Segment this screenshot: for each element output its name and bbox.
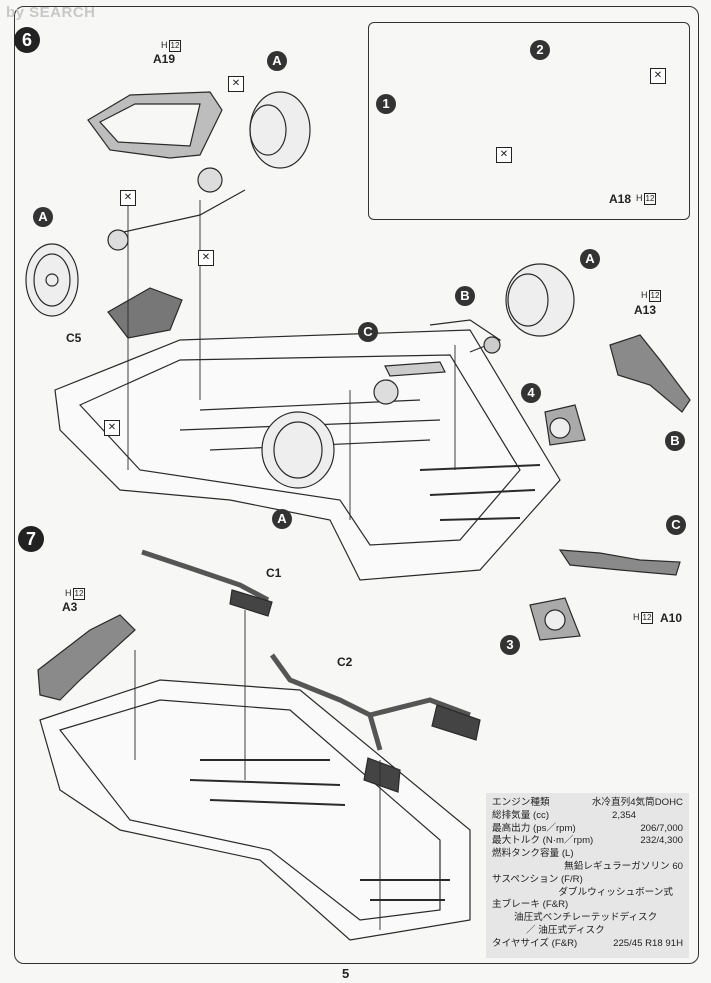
step-number-7: 7 bbox=[18, 526, 44, 552]
part-label-a10: A10 bbox=[660, 611, 683, 625]
part-label-a18: A18 bbox=[609, 192, 632, 206]
part-label-c1: C1 bbox=[266, 566, 282, 580]
spec-row: 主ブレーキ (F&R) bbox=[492, 899, 569, 911]
cement-icon: ✕ bbox=[228, 76, 244, 92]
part-label-c5: C5 bbox=[66, 331, 82, 345]
callout-2: 2 bbox=[530, 40, 550, 60]
callout-a: A bbox=[272, 509, 292, 529]
spec-row: サスペンション (F/R) bbox=[492, 873, 583, 885]
part-label-a13: A13 bbox=[634, 303, 657, 317]
spec-row: 無鉛レギュラーガソリン 60 bbox=[564, 860, 683, 872]
detail-inset bbox=[368, 22, 690, 220]
spec-row: ダブルウィッシュボーン式 bbox=[558, 886, 673, 898]
callout-1: 1 bbox=[376, 94, 396, 114]
callout-a: A bbox=[33, 207, 53, 227]
part-label-a3: A3 bbox=[62, 600, 78, 614]
callout-a: A bbox=[580, 249, 600, 269]
cement-icon: ✕ bbox=[650, 68, 666, 84]
spec-row: 最高出力 (ps／rpm)206/7,000 bbox=[492, 822, 683, 834]
spec-row: 油圧式ベンチレーテッドディスク bbox=[514, 912, 658, 924]
spec-row: タイヤサイズ (F&R)225/45 R18 91H bbox=[492, 937, 683, 949]
part-label-a19: A19 bbox=[153, 52, 176, 66]
callout-3: 3 bbox=[500, 635, 520, 655]
callout-c: C bbox=[358, 322, 378, 342]
spec-row: エンジン種類水冷直列4気筒DOHC bbox=[492, 797, 683, 808]
cement-icon: ✕ bbox=[496, 147, 512, 163]
spec-table: エンジン種類水冷直列4気筒DOHC 総排気量 (cc)2,354 最高出力 (p… bbox=[486, 793, 689, 958]
cement-icon: ✕ bbox=[120, 190, 136, 206]
callout-b: B bbox=[665, 431, 685, 451]
spec-row: ／ 油圧式ディスク bbox=[526, 924, 605, 936]
spec-row: 燃料タンク容量 (L) bbox=[492, 848, 574, 860]
callout-a: A bbox=[267, 51, 287, 71]
step-number-6: 6 bbox=[14, 27, 40, 53]
callout-4: 4 bbox=[521, 383, 541, 403]
page-number: 5 bbox=[342, 966, 350, 981]
part-label-c2: C2 bbox=[337, 655, 353, 669]
callout-c: C bbox=[666, 515, 686, 535]
spec-row: 総排気量 (cc)2,354 bbox=[492, 809, 637, 821]
cement-icon: ✕ bbox=[198, 250, 214, 266]
cement-icon: ✕ bbox=[104, 420, 120, 436]
callout-b: B bbox=[455, 286, 475, 306]
spec-row: 最大トルク (N·m／rpm)232/4,300 bbox=[492, 835, 683, 847]
page-frame bbox=[14, 6, 699, 964]
watermark: by SEARCH bbox=[6, 4, 96, 21]
